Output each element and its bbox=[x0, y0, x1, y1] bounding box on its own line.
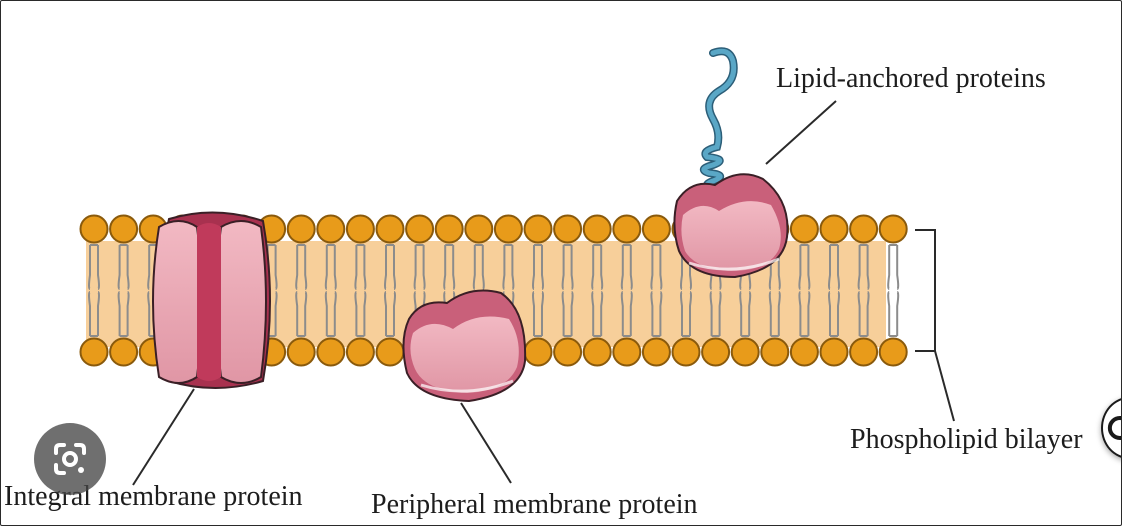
lipid-tail bbox=[117, 244, 130, 290]
lipid-tail bbox=[828, 291, 840, 337]
lipid-tail bbox=[591, 244, 604, 290]
lipid-tail bbox=[620, 244, 633, 290]
lipid-head bbox=[641, 337, 671, 367]
lipid-tail bbox=[354, 244, 367, 290]
lipid-anchored-protein bbox=[673, 173, 789, 279]
lipid-tail bbox=[324, 291, 337, 337]
lipid-head bbox=[849, 214, 879, 244]
lipid-tail bbox=[532, 244, 544, 290]
lipid-tail bbox=[739, 291, 752, 337]
lipid-head bbox=[405, 214, 435, 244]
lipid-head bbox=[375, 337, 405, 367]
lipid-tail bbox=[887, 291, 900, 337]
lipid-head bbox=[316, 214, 346, 244]
lipid-head bbox=[464, 214, 494, 244]
lipid-tail bbox=[384, 244, 396, 290]
lipid-head bbox=[553, 337, 583, 367]
lipid-head bbox=[789, 337, 819, 367]
lipid-head bbox=[286, 214, 316, 244]
lipid-head bbox=[789, 214, 819, 244]
leader-line-integral bbox=[132, 388, 195, 486]
lipid-tail bbox=[650, 244, 663, 290]
lipid-head bbox=[109, 214, 139, 244]
lipid-head bbox=[434, 214, 464, 244]
lipid-tail bbox=[324, 244, 337, 290]
lipid-head bbox=[612, 214, 642, 244]
lipid-head bbox=[878, 214, 908, 244]
lipid-head bbox=[553, 214, 583, 244]
peripheral-protein bbox=[402, 289, 527, 403]
lipid-tail bbox=[354, 291, 367, 337]
lipid-head bbox=[316, 337, 346, 367]
lipid-tail bbox=[532, 291, 544, 337]
leader-line-peripheral bbox=[460, 402, 512, 484]
lipid-tail bbox=[561, 244, 574, 290]
lipid-head bbox=[671, 337, 701, 367]
integral-protein bbox=[152, 211, 271, 389]
lipid-head bbox=[819, 214, 849, 244]
lipid-tail bbox=[88, 291, 100, 337]
lipid-head bbox=[375, 214, 405, 244]
label-peripheral-membrane-protein: Peripheral membrane protein bbox=[371, 489, 698, 520]
lipid-tail bbox=[502, 244, 515, 290]
google-lens-button[interactable] bbox=[34, 423, 106, 495]
lipid-tail bbox=[709, 291, 722, 337]
lipid-head bbox=[523, 214, 553, 244]
lipid-tail bbox=[857, 291, 870, 337]
lipid-head bbox=[109, 337, 139, 367]
lipid-tail bbox=[561, 291, 574, 337]
bilayer-bracket bbox=[915, 229, 936, 352]
label-lipid-anchored-proteins: Lipid-anchored proteins bbox=[776, 63, 1046, 94]
lipid-head bbox=[849, 337, 879, 367]
lipid-head bbox=[286, 337, 316, 367]
lipid-tail bbox=[295, 244, 308, 290]
lipid-head bbox=[345, 214, 375, 244]
lipid-tail bbox=[591, 291, 604, 337]
lipid-head bbox=[641, 214, 671, 244]
lipid-head bbox=[79, 337, 109, 367]
lipid-head bbox=[701, 337, 731, 367]
partial-circle-icon bbox=[1107, 416, 1121, 440]
lipid-tail bbox=[472, 244, 485, 290]
lipid-tail bbox=[620, 291, 633, 337]
lipid-tail bbox=[295, 291, 308, 337]
lipid-tail bbox=[117, 291, 130, 337]
lipid-head bbox=[79, 214, 109, 244]
lipid-head bbox=[612, 337, 642, 367]
lipid-head bbox=[523, 337, 553, 367]
lipid-head bbox=[345, 337, 375, 367]
lipid-tail bbox=[413, 244, 426, 290]
lipid-tail bbox=[857, 244, 870, 290]
side-overlay-button[interactable] bbox=[1101, 397, 1121, 459]
lipid-tail bbox=[443, 244, 456, 290]
lipid-head bbox=[493, 214, 523, 244]
lipid-tail bbox=[384, 291, 396, 337]
label-phospholipid-bilayer: Phospholipid bilayer bbox=[850, 424, 1083, 455]
lipid-head bbox=[760, 337, 790, 367]
lipid-tail bbox=[828, 244, 840, 290]
lipid-head bbox=[730, 337, 760, 367]
lipid-head bbox=[819, 337, 849, 367]
lipid-tail bbox=[650, 291, 663, 337]
leader-line-bilayer bbox=[934, 350, 955, 422]
lipid-tail bbox=[88, 244, 100, 290]
lipid-tail bbox=[798, 291, 811, 337]
lipid-tail bbox=[768, 291, 781, 337]
lipid-head bbox=[878, 337, 908, 367]
google-lens-icon bbox=[54, 443, 86, 475]
lipid-head bbox=[582, 214, 612, 244]
leader-line-lipid bbox=[765, 100, 837, 165]
lipid-head bbox=[582, 337, 612, 367]
lipid-tail bbox=[680, 291, 692, 337]
lipid-tail bbox=[798, 244, 811, 290]
lipid-tail bbox=[887, 244, 900, 290]
